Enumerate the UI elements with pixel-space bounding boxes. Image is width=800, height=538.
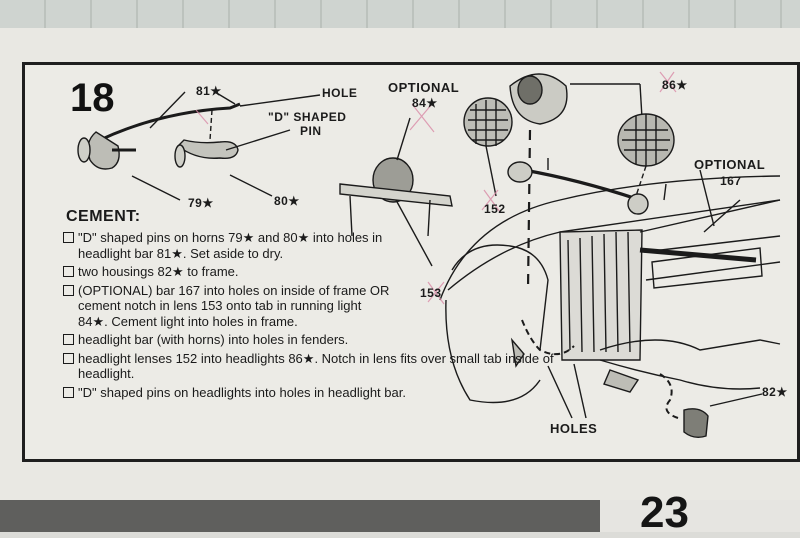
label-holes: HOLES xyxy=(550,421,598,436)
label-152: 152 xyxy=(484,202,506,216)
checkbox[interactable] xyxy=(63,352,74,364)
instruction-item: headlight bar (with horns) into holes in… xyxy=(62,332,498,348)
instruction-text: two housings 82★ to frame. xyxy=(78,264,239,279)
instruction-text: "D" shaped pins on headlights into holes… xyxy=(78,384,406,400)
instruction-item: headlight lenses 152 into headlights 86★… xyxy=(62,351,558,382)
instruction-item: "D" shaped pins on headlights into holes… xyxy=(62,385,538,401)
instruction-item: (OPTIONAL) bar 167 into holes on inside … xyxy=(62,283,394,330)
instruction-item: "D" shaped pins on horns 79★ and 80★ int… xyxy=(62,230,408,261)
label-d-shaped: "D" SHAPED xyxy=(268,110,347,124)
checkbox[interactable] xyxy=(63,266,74,277)
label-153: 153 xyxy=(420,286,442,300)
instruction-text: "D" shaped pins on horns 79★ and 80★ int… xyxy=(78,230,383,261)
instruction-text: headlight bar (with horns) into holes in… xyxy=(78,332,349,347)
cement-instructions: "D" shaped pins on horns 79★ and 80★ int… xyxy=(62,230,554,403)
label-80: 80★ xyxy=(274,194,300,208)
label-167: 167 xyxy=(720,174,742,188)
label-optional-right: OPTIONAL xyxy=(694,157,766,172)
checkbox[interactable] xyxy=(63,334,74,345)
checkbox[interactable] xyxy=(63,232,74,243)
instruction-text: (OPTIONAL) bar 167 into holes on inside … xyxy=(78,282,390,329)
label-82: 82★ xyxy=(762,385,788,399)
cement-heading: CEMENT: xyxy=(66,208,141,225)
label-86: 86★ xyxy=(662,78,688,92)
label-hole: HOLE xyxy=(322,86,358,100)
label-79: 79★ xyxy=(188,196,214,210)
label-optional-top: OPTIONAL xyxy=(388,80,460,95)
instruction-item: two housings 82★ to frame. xyxy=(62,264,408,280)
label-81: 81★ xyxy=(196,84,222,98)
background-stripes xyxy=(0,0,800,28)
checkbox[interactable] xyxy=(63,284,74,296)
footer-gray-bar xyxy=(0,500,600,532)
page-number: 23 xyxy=(640,488,689,537)
label-84: 84★ xyxy=(412,96,438,110)
step-number: 18 xyxy=(70,76,115,120)
checkbox[interactable] xyxy=(63,386,74,398)
label-pin: PIN xyxy=(300,124,322,138)
instruction-text: headlight lenses 152 into headlights 86★… xyxy=(78,350,554,382)
